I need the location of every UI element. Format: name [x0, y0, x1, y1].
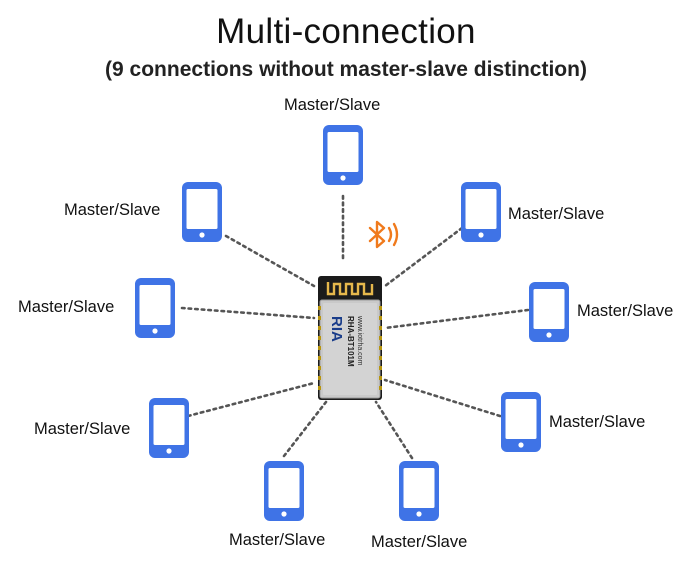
smartphone-icon: [529, 282, 569, 342]
node-label-bottom-right: Master/Slave: [371, 533, 468, 551]
connection-line-6: [186, 381, 316, 418]
node-label-left: Master/Slave: [18, 298, 115, 316]
node-label-bottom-left: Master/Slave: [229, 531, 326, 549]
node-label-right: Master/Slave: [577, 302, 674, 320]
diagram-subtitle: (9 connections without master-slave dist…: [105, 58, 587, 81]
connection-line-5: [383, 308, 530, 330]
node-label-lower-right: Master/Slave: [549, 413, 646, 431]
bluetooth-icon: [368, 220, 399, 249]
smartphone-icon: [149, 398, 189, 458]
diagram-title: Multi-connection: [216, 12, 476, 51]
module-brand: RIA: [328, 316, 345, 342]
node-label-upper-left: Master/Slave: [64, 201, 161, 219]
smartphone-icon: [399, 461, 439, 521]
node-label-upper-right: Master/Slave: [508, 205, 605, 223]
smartphone-icon: [264, 461, 304, 521]
smartphone-icon: [182, 182, 222, 242]
connection-line-7: [383, 378, 502, 418]
connection-line-3: [224, 234, 316, 288]
smartphone-icon: [461, 182, 501, 242]
smartphone-icon: [323, 125, 363, 185]
bluetooth-module: RIA RHA-BT101M www.iotrha.com: [318, 276, 382, 400]
connection-line-4: [180, 306, 316, 320]
module-url: www.iotrha.com: [356, 315, 363, 366]
node-label-top: Master/Slave: [284, 96, 381, 114]
node-label-lower-left: Master/Slave: [34, 420, 131, 438]
connection-line-8: [282, 400, 328, 458]
module-model: RHA-BT101M: [346, 316, 355, 367]
smartphone-icon: [135, 278, 175, 338]
connection-line-9: [374, 400, 414, 460]
connection-line-2: [383, 226, 464, 288]
smartphone-icon: [501, 392, 541, 452]
